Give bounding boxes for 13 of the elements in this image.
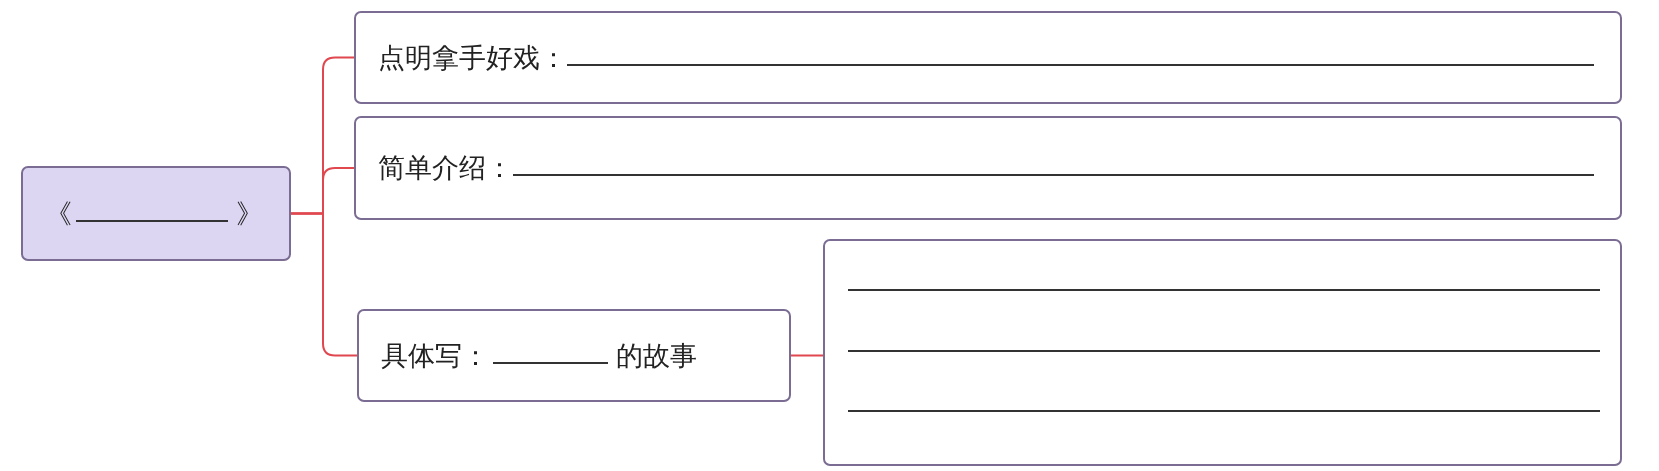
text-box [354,116,1622,220]
label-text: 具体写： [381,338,489,373]
label-text: 点明拿手好戏： [378,40,567,75]
topic-box [21,166,291,261]
connector-line [290,212,358,357]
label-text: 》 [236,196,263,231]
label-text: 《 [45,196,72,231]
label-text: 简单介绍： [378,151,513,185]
label-text: 的故事 [616,338,697,373]
text-box [357,309,791,402]
connector-line [790,354,824,357]
text-box [354,11,1622,104]
answer-box [823,239,1622,466]
